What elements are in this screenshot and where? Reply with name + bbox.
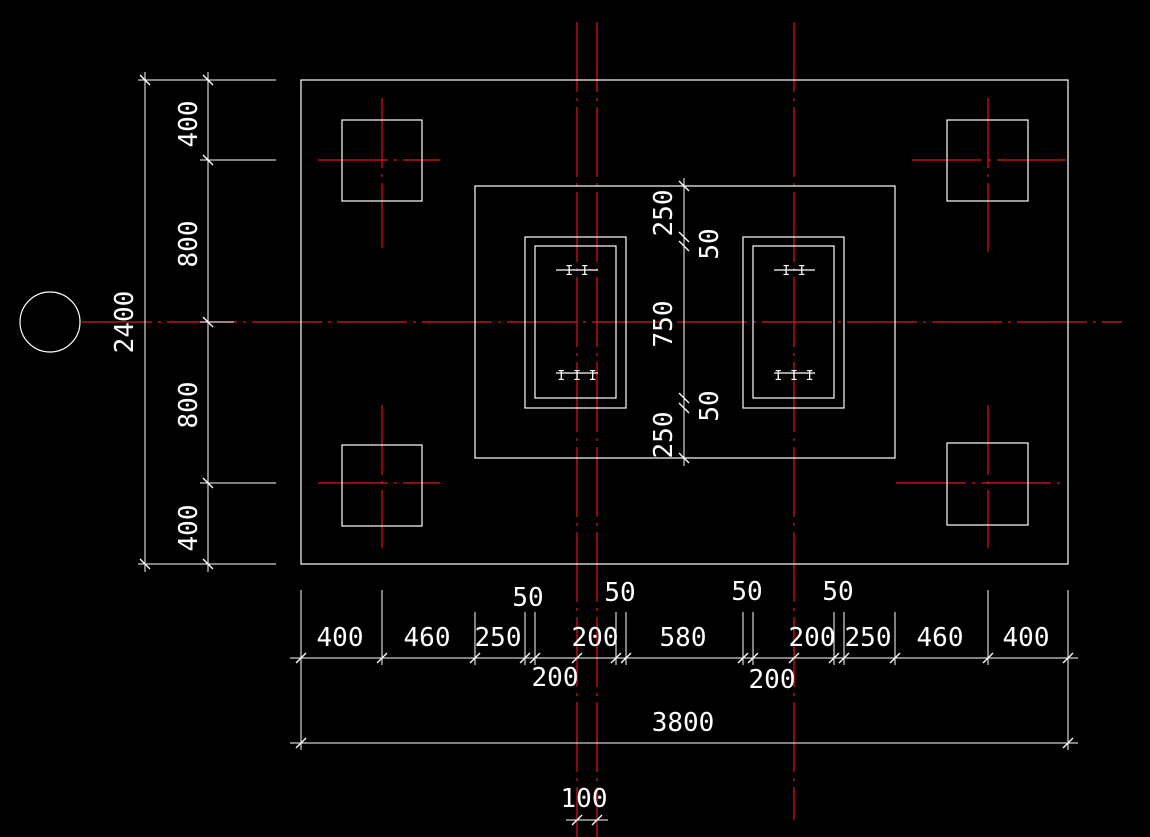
dim-tick [788, 652, 800, 664]
dim-text: 580 [660, 623, 707, 653]
opening-left-inner [534, 245, 617, 399]
foundation-outlines [300, 79, 1069, 565]
rail-mark: I I [565, 264, 588, 279]
dim-tick [139, 558, 151, 570]
dim-text: 460 [917, 623, 964, 653]
dim-tick [529, 652, 541, 664]
equipment-pit [474, 185, 896, 459]
horizontal-dimensions: 400 460 250 200 580 200 250 460 400 50 5… [290, 577, 1078, 826]
dim-text: 400 [1003, 623, 1050, 653]
dim-text: 200 [532, 663, 579, 693]
dim-tick [202, 74, 214, 86]
pit-dimensions: 250 50 750 50 250 [649, 178, 725, 466]
dim-tick [591, 814, 603, 826]
dim-text: 400 [317, 623, 364, 653]
dim-tick [678, 402, 690, 414]
dim-tick [678, 452, 690, 464]
dim-text-offset: 100 [561, 784, 608, 814]
axis-bubble [19, 291, 81, 353]
dim-text-overall-height: 2400 [110, 291, 140, 354]
dim-tick [737, 652, 749, 664]
dim-text: 400 [174, 505, 204, 552]
dim-tick [295, 652, 307, 664]
dim-tick [571, 652, 583, 664]
dim-text-overall-width: 3800 [652, 708, 715, 738]
column-pad-tr [946, 119, 1029, 202]
dim-tick [620, 652, 632, 664]
dim-tick [1062, 737, 1074, 749]
dim-tick [469, 652, 481, 664]
foundation-outline [300, 79, 1069, 565]
dim-tick [202, 316, 214, 328]
dim-tick [202, 558, 214, 570]
axis-bubble-circle [19, 291, 81, 353]
column-pad-br [946, 442, 1029, 526]
dim-text: 200 [789, 623, 836, 653]
dim-tick [610, 652, 622, 664]
dim-text: 50 [512, 583, 543, 613]
dim-text: 400 [174, 101, 204, 148]
column-pad-bl [341, 444, 423, 527]
dim-tick [376, 652, 388, 664]
dim-tick [678, 392, 690, 404]
dim-text: 200 [749, 665, 796, 695]
dim-text: 800 [174, 382, 204, 429]
dim-text: 200 [572, 623, 619, 653]
dim-tick [202, 154, 214, 166]
dim-tick [1062, 652, 1074, 664]
dim-tick [571, 814, 583, 826]
dim-text: 50 [695, 228, 725, 259]
dim-tick [678, 231, 690, 243]
dim-text: 50 [604, 578, 635, 608]
dim-text: 800 [174, 221, 204, 268]
dim-text: 250 [845, 623, 892, 653]
dim-text: 460 [404, 623, 451, 653]
dim-text: 50 [822, 577, 853, 607]
rail-mark: I I I [557, 369, 596, 384]
dim-tick [519, 652, 531, 664]
rail-mark: I I [782, 264, 805, 279]
dim-tick [889, 652, 901, 664]
rail-marks: I I I I I I I I I I [556, 264, 815, 384]
dim-text: 250 [475, 623, 522, 653]
dim-text: 750 [649, 301, 679, 348]
dim-tick [139, 74, 151, 86]
vertical-dimensions: 2400 400 800 800 400 [110, 72, 276, 572]
opening-left-outer [524, 236, 627, 409]
dim-text: 50 [695, 390, 725, 421]
dim-tick [982, 652, 994, 664]
opening-right-outer [742, 236, 845, 409]
dim-tick [678, 180, 690, 192]
axis-lines [82, 22, 1122, 837]
dim-text: 250 [649, 190, 679, 237]
dim-text: 50 [731, 577, 762, 607]
dim-tick [678, 240, 690, 252]
dim-tick [202, 477, 214, 489]
dim-text: 250 [649, 412, 679, 459]
column-pad-tl [341, 119, 423, 202]
dim-tick [295, 737, 307, 749]
opening-right-inner [752, 245, 835, 399]
rail-mark: I I I [774, 369, 813, 384]
dim-tick [828, 652, 840, 664]
dim-tick [747, 652, 759, 664]
dim-tick [838, 652, 850, 664]
